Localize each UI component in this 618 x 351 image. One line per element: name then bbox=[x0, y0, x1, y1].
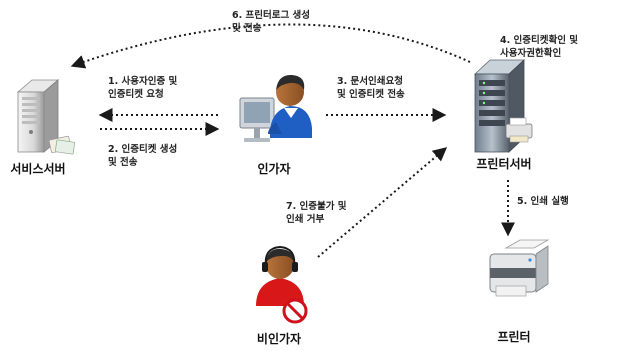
step-1-line-1: 1. 사용자인증 및 bbox=[108, 76, 178, 87]
step-2-label: 2. 인증티켓 생성 및 전송 bbox=[108, 143, 177, 169]
step-1-label: 1. 사용자인증 및 인증티켓 요청 bbox=[108, 75, 177, 101]
service-server-label: 서비스서버 bbox=[10, 162, 66, 176]
step-5-label: 5. 인쇄 실행 bbox=[517, 195, 569, 208]
authorized-user-label: 인가자 bbox=[257, 162, 291, 176]
user-at-computer-icon bbox=[239, 74, 312, 142]
printer-label: 프린터 bbox=[497, 330, 531, 344]
step-6-label: 6. 프린터로그 생성 및 전송 bbox=[232, 9, 310, 35]
step-3-line-2: 및 인증티켓 전송 bbox=[337, 89, 405, 100]
server-tower-icon bbox=[16, 79, 75, 155]
step-2-line-1: 2. 인증티켓 생성 bbox=[108, 144, 178, 155]
step-4-line-2: 사용자권한확인 bbox=[500, 48, 562, 59]
step-3-line-1: 3. 문서인쇄요청 bbox=[337, 76, 403, 87]
step-7-line-2: 인쇄 거부 bbox=[286, 214, 325, 225]
step-7-line-1: 7. 인증불가 및 bbox=[286, 201, 347, 212]
step-4-label: 4. 인증티켓확인 및 사용자권한확인 bbox=[500, 34, 578, 60]
unauthorized-user-label: 비인가자 bbox=[256, 332, 302, 346]
step-5-line-1: 5. 인쇄 실행 bbox=[517, 196, 569, 207]
step-6-line-2: 및 전송 bbox=[232, 23, 262, 34]
server-rack-icon bbox=[473, 59, 533, 153]
step-6-line-1: 6. 프린터로그 생성 bbox=[232, 10, 311, 21]
arrow-step-7 bbox=[317, 147, 448, 258]
arrow-step-6 bbox=[70, 23, 471, 69]
printer-server-label: 프린터서버 bbox=[476, 157, 532, 171]
step-4-line-1: 4. 인증티켓확인 및 bbox=[500, 35, 579, 46]
user-blocked-icon bbox=[256, 245, 308, 324]
printer-icon bbox=[489, 239, 550, 297]
step-2-line-2: 및 전송 bbox=[108, 157, 138, 168]
step-7-label: 7. 인증불가 및 인쇄 거부 bbox=[286, 200, 347, 226]
step-1-line-2: 인증티켓 요청 bbox=[108, 89, 164, 100]
step-3-label: 3. 문서인쇄요청 및 인증티켓 전송 bbox=[337, 75, 405, 101]
